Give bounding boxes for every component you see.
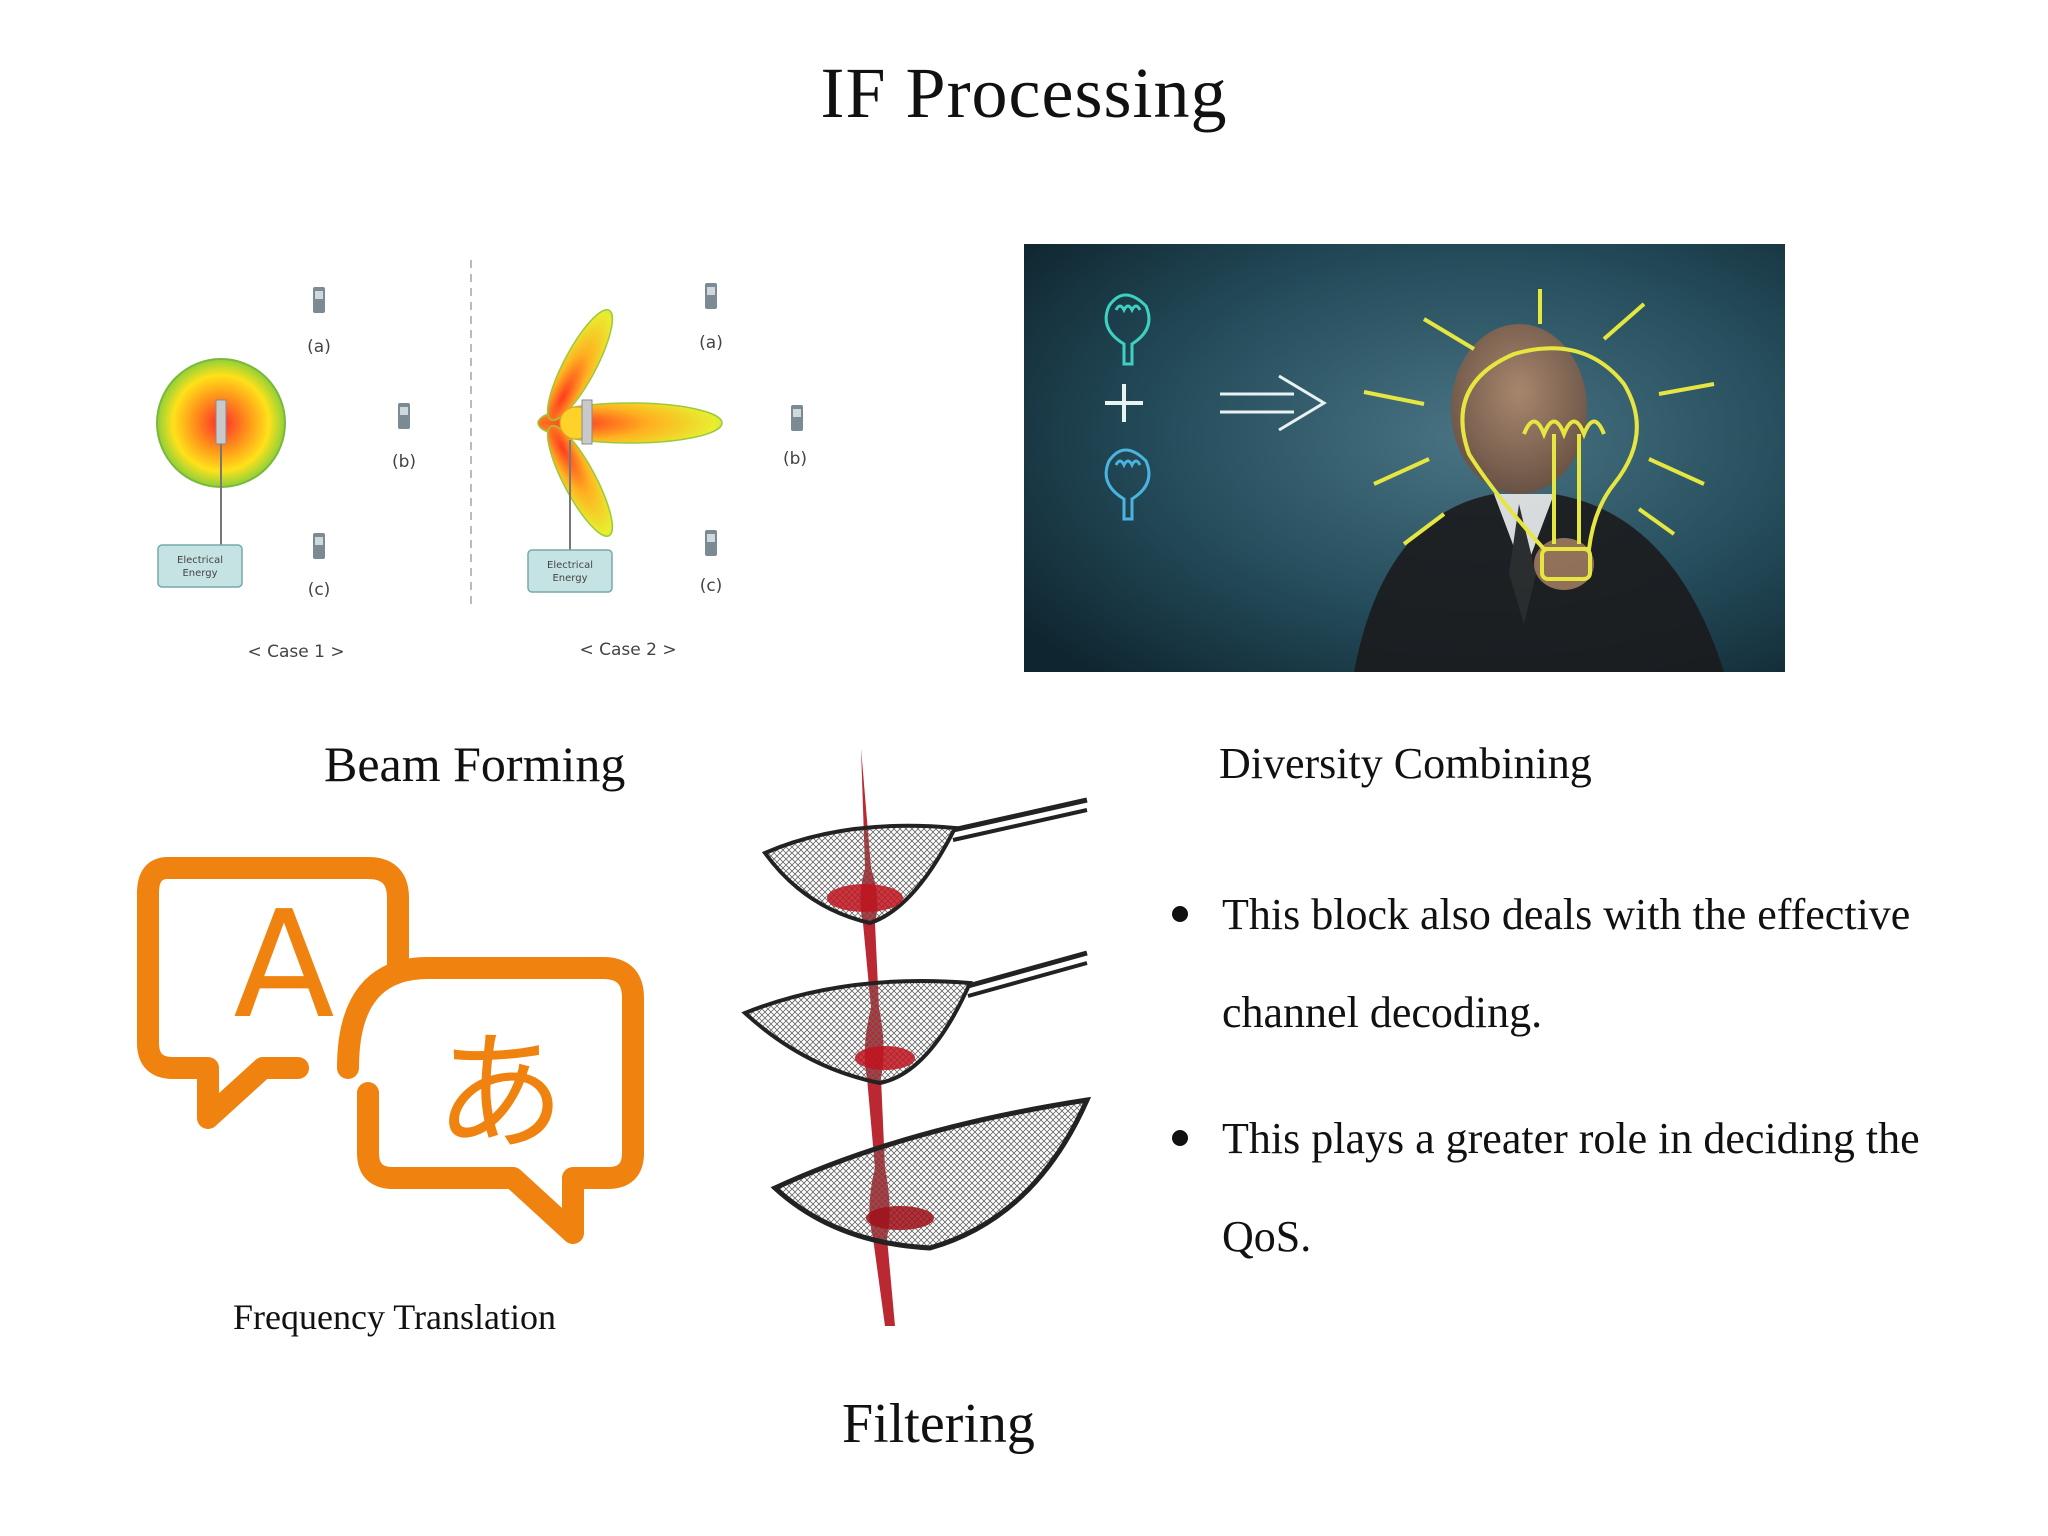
plus-icon bbox=[1105, 384, 1143, 422]
arrow-icon bbox=[1220, 374, 1327, 432]
energy-box-case2: Electrical Energy bbox=[527, 549, 613, 593]
bullet-text: This plays a greater role in deciding th… bbox=[1222, 1114, 1920, 1261]
phone-icon bbox=[705, 283, 717, 309]
energy-label-2a: Electrical bbox=[547, 560, 593, 571]
japanese-a-glyph: あ bbox=[435, 1017, 565, 1169]
diversity-combining-image bbox=[1024, 244, 1785, 672]
sieve-icon bbox=[770, 1096, 1092, 1251]
case1-label: < Case 1 > bbox=[247, 642, 344, 662]
bullet-dot bbox=[1172, 906, 1188, 922]
energy-label-1b: Energy bbox=[182, 568, 217, 579]
caption-beam-forming: Beam Forming bbox=[324, 736, 626, 792]
device-label: (c) bbox=[700, 576, 723, 596]
energy-label-2b: Energy bbox=[552, 573, 587, 584]
translate-icon: A あ bbox=[137, 857, 644, 1244]
device-label: (c) bbox=[308, 580, 331, 600]
phone-icon bbox=[398, 403, 410, 429]
device-label: (a) bbox=[307, 337, 331, 357]
bullet-text: This block also deals with the effective… bbox=[1222, 890, 1911, 1037]
bullet-item: This block also deals with the effective… bbox=[1172, 866, 1992, 1062]
sieve-icon bbox=[761, 797, 1088, 926]
small-bulb-icon bbox=[1104, 448, 1151, 521]
filtering-image bbox=[741, 748, 1092, 1326]
slide-title: IF Processing bbox=[820, 53, 1228, 133]
sieve-icon bbox=[741, 950, 1088, 1086]
directional-pattern bbox=[537, 308, 723, 550]
caption-frequency-translation: Frequency Translation bbox=[233, 1297, 556, 1337]
device-label: (b) bbox=[783, 449, 807, 469]
case2-label: < Case 2 > bbox=[579, 640, 676, 660]
phone-icon bbox=[791, 405, 803, 431]
bullet-dot bbox=[1172, 1130, 1188, 1146]
device-label: (a) bbox=[699, 333, 723, 353]
phone-icon bbox=[705, 530, 717, 556]
phone-icon bbox=[313, 533, 325, 559]
bullet-list: This block also deals with the effective… bbox=[1172, 866, 1992, 1314]
energy-label-1a: Electrical bbox=[177, 555, 223, 566]
phone-icon bbox=[313, 287, 325, 313]
omni-pattern bbox=[156, 358, 286, 545]
latin-a-glyph: A bbox=[233, 879, 334, 1051]
device-label: (b) bbox=[392, 452, 416, 472]
caption-filtering: Filtering bbox=[842, 1393, 1035, 1455]
beam-forming-diagram: Electrical Energy (a) (b) (c) < Case 1 >… bbox=[156, 260, 807, 662]
caption-diversity-combining: Diversity Combining bbox=[1219, 739, 1592, 788]
big-bulb-icon bbox=[1363, 289, 1715, 581]
small-bulb-icon bbox=[1104, 293, 1151, 366]
bullet-item: This plays a greater role in deciding th… bbox=[1172, 1090, 1992, 1286]
energy-box-case1: Electrical Energy bbox=[157, 544, 243, 588]
